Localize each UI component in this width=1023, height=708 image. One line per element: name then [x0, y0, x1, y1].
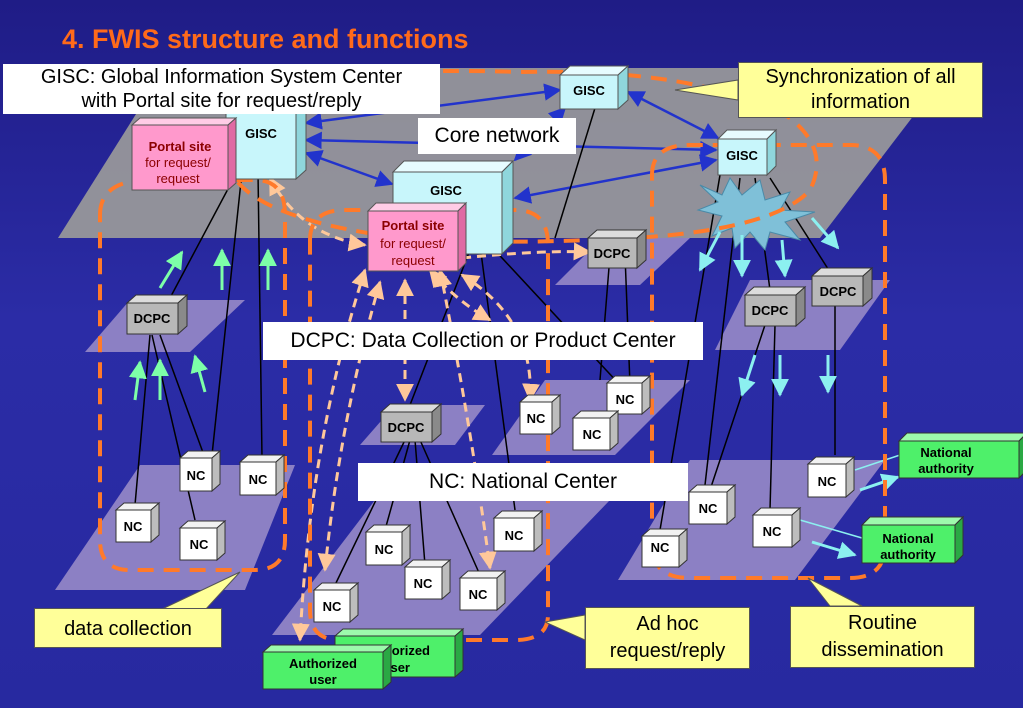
- nc-node[interactable]: NC: [403, 558, 452, 601]
- dcpc-node-left[interactable]: DCPC: [125, 293, 189, 336]
- svg-text:for request/: for request/: [380, 236, 446, 251]
- svg-text:authority: authority: [880, 547, 936, 562]
- svg-text:orized: orized: [392, 643, 430, 658]
- callout-adhoc-line2: request/reply: [609, 640, 726, 662]
- svg-text:GISC: GISC: [726, 148, 758, 163]
- svg-text:DCPC: DCPC: [134, 311, 171, 326]
- svg-text:NC: NC: [763, 524, 782, 539]
- svg-text:Portal site: Portal site: [149, 139, 212, 154]
- national-authority-top[interactable]: National authority: [897, 432, 1023, 480]
- svg-text:DCPC: DCPC: [594, 246, 631, 261]
- svg-text:National: National: [882, 531, 933, 546]
- callout-synchronization: Synchronization of all information: [738, 62, 983, 118]
- data-collection-outline: [98, 178, 287, 572]
- callout-synchronization-line1: Synchronization of all: [765, 66, 956, 88]
- core-network-label: Core network: [418, 118, 576, 154]
- adhoc-outline: [308, 208, 550, 642]
- portal-site-center[interactable]: Portal site for request/ request: [366, 201, 468, 273]
- dcpc-node-right-2[interactable]: DCPC: [810, 266, 874, 308]
- gisc-node-right[interactable]: GISC: [716, 128, 778, 177]
- gisc-label: GISC: [245, 126, 277, 141]
- svg-text:NC: NC: [583, 427, 602, 442]
- svg-text:NC: NC: [414, 576, 433, 591]
- svg-text:NC: NC: [190, 537, 209, 552]
- svg-text:request: request: [391, 253, 435, 268]
- svg-text:NC: NC: [651, 540, 670, 555]
- nc-node[interactable]: NC: [605, 374, 652, 416]
- nc-node[interactable]: NC: [687, 483, 737, 526]
- nc-node[interactable]: NC: [114, 501, 161, 544]
- svg-text:NC: NC: [469, 587, 488, 602]
- callout-data-collection: data collection: [34, 608, 222, 648]
- svg-text:Authorized: Authorized: [289, 656, 357, 671]
- nc-definition-label: NC: National Center: [358, 463, 688, 501]
- svg-text:GISC: GISC: [430, 183, 462, 198]
- svg-text:NC: NC: [505, 528, 524, 543]
- callout-adhoc-line1: Ad hoc: [636, 613, 699, 635]
- gisc-definition-line2: with Portal site for request/reply: [81, 90, 362, 112]
- dissemination-arrows: [698, 217, 900, 559]
- svg-text:National: National: [920, 445, 971, 460]
- dcpc-node-center[interactable]: DCPC: [379, 402, 443, 444]
- callout-synchronization-line2: information: [811, 91, 910, 113]
- svg-text:NC: NC: [187, 468, 206, 483]
- svg-text:NC: NC: [699, 501, 718, 516]
- nc-node[interactable]: NC: [178, 449, 222, 493]
- callout-adhoc: Ad hoc request/reply: [585, 607, 750, 669]
- gisc-definition-label: GISC: Global Information System Center w…: [3, 64, 440, 114]
- svg-text:NC: NC: [323, 599, 342, 614]
- svg-text:NC: NC: [249, 472, 268, 487]
- nc-node[interactable]: NC: [458, 569, 507, 612]
- callout-routine-line1: Routine: [848, 612, 917, 634]
- nc-node[interactable]: NC: [492, 509, 544, 553]
- svg-text:NC: NC: [616, 392, 635, 407]
- gisc-node-top[interactable]: GISC: [558, 64, 630, 111]
- nc-node[interactable]: NC: [571, 409, 620, 452]
- nc-node[interactable]: NC: [806, 455, 856, 499]
- callout-routine-line2: dissemination: [821, 639, 944, 661]
- nc-node[interactable]: NC: [364, 523, 412, 567]
- gisc-definition-line1: GISC: Global Information System Center: [40, 66, 403, 88]
- svg-text:NC: NC: [124, 519, 143, 534]
- svg-text:authority: authority: [918, 461, 974, 476]
- authorized-user-front[interactable]: Authorized user: [261, 643, 393, 691]
- callout-routine: Routine dissemination: [790, 606, 975, 668]
- svg-text:DCPC: DCPC: [752, 303, 789, 318]
- svg-text:NC: NC: [818, 474, 837, 489]
- svg-text:DCPC: DCPC: [820, 284, 857, 299]
- nc-node[interactable]: NC: [178, 519, 227, 562]
- svg-text:Portal site: Portal site: [382, 218, 445, 233]
- svg-text:request: request: [156, 171, 200, 186]
- svg-text:GISC: GISC: [573, 83, 605, 98]
- svg-text:NC: NC: [375, 542, 394, 557]
- nc-node[interactable]: NC: [640, 527, 689, 569]
- svg-text:for request/: for request/: [145, 155, 211, 170]
- svg-text:DCPC: DCPC: [388, 420, 425, 435]
- nc-plane-left: [55, 465, 295, 590]
- svg-text:NC: NC: [527, 411, 546, 426]
- dcpc-definition-label: DCPC: Data Collection or Product Center: [263, 322, 703, 360]
- dcpc-node-center-right[interactable]: DCPC: [586, 228, 648, 270]
- portal-site-left[interactable]: Portal site for request/ request: [130, 116, 238, 192]
- svg-text:user: user: [309, 672, 336, 687]
- nc-node[interactable]: NC: [751, 506, 802, 549]
- national-authority-bottom[interactable]: National authority: [860, 515, 965, 565]
- nc-node[interactable]: NC: [518, 393, 562, 436]
- nc-node[interactable]: NC: [238, 453, 286, 497]
- gisc-sync-outline: [224, 68, 819, 244]
- page-title: 4. FWIS structure and functions: [62, 24, 469, 54]
- collection-arrows: [128, 248, 277, 401]
- sync-starburst: [696, 177, 816, 252]
- svg-text:ser: ser: [390, 660, 410, 675]
- nc-node[interactable]: NC: [312, 581, 360, 624]
- dcpc-node-right-1[interactable]: DCPC: [743, 285, 807, 328]
